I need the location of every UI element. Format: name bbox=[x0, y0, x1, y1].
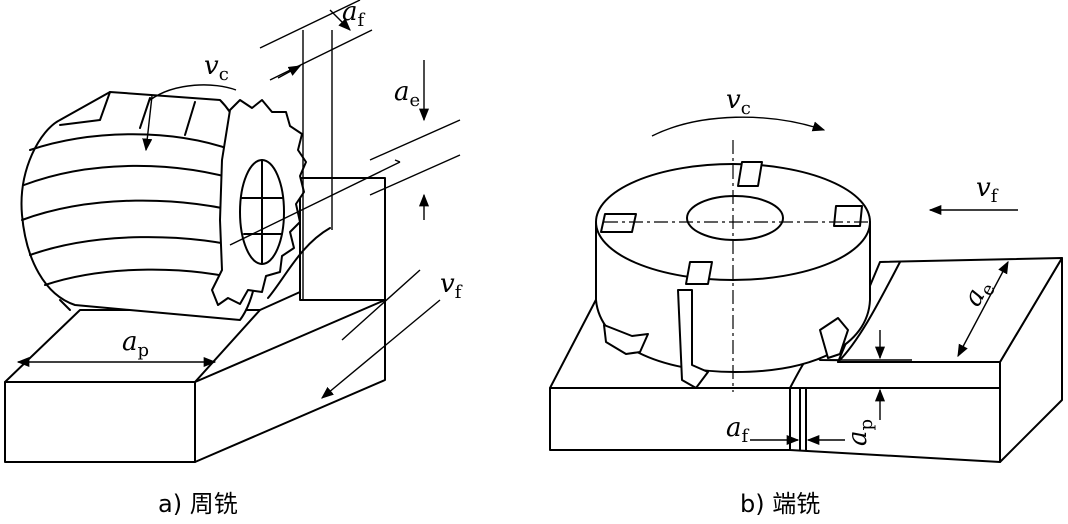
panel-b bbox=[549, 116, 1063, 463]
label-b-ap: ap bbox=[843, 419, 877, 446]
label-a-vc: vc bbox=[204, 51, 229, 85]
label-b-vc: vc bbox=[726, 85, 751, 119]
label-b-af: af bbox=[726, 413, 750, 447]
label-b-vf: vf bbox=[976, 173, 999, 207]
caption-b: b) 端铣 bbox=[740, 490, 820, 518]
label-a-af: af bbox=[342, 0, 366, 31]
label-a-ap: ap bbox=[122, 327, 149, 361]
label-a-ae: ae bbox=[394, 77, 420, 111]
caption-a: a) 周铣 bbox=[158, 490, 238, 518]
label-a-vf: vf bbox=[440, 269, 463, 303]
helical-cutter bbox=[20, 91, 307, 321]
panel-a bbox=[4, 0, 461, 463]
